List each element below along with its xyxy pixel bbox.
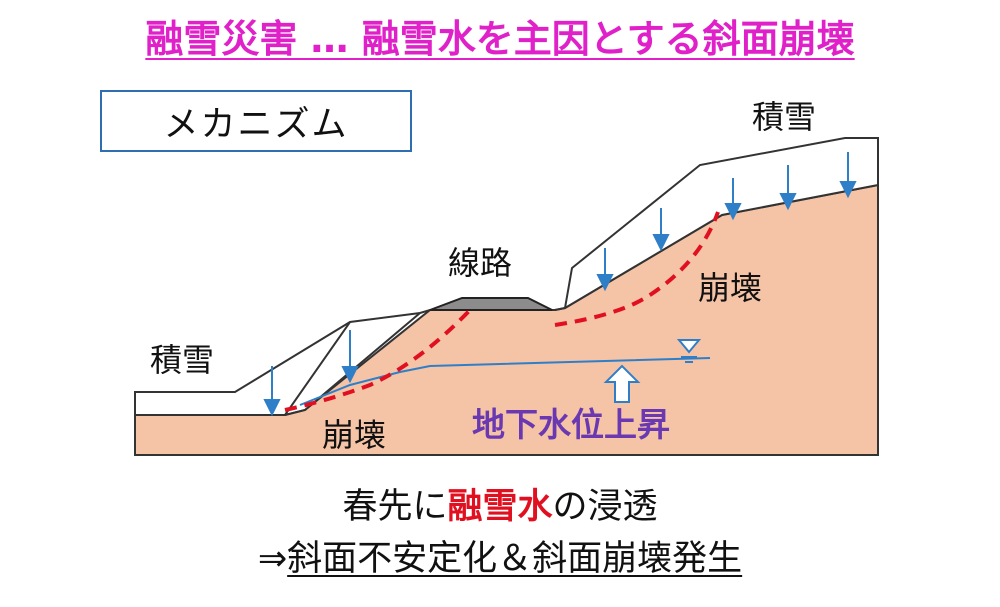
arrow-down-icon (779, 165, 797, 211)
snow-label-right: 積雪 (752, 98, 817, 136)
slip-surface-right (554, 211, 720, 327)
caption-suffix: の浸透 (552, 487, 658, 527)
railway-ballast (429, 297, 553, 311)
arrow-down-icon (596, 248, 614, 292)
groundwater-table-line (299, 357, 711, 406)
water-table-marker-icon (676, 339, 702, 363)
caption-arrow: ⇒ (257, 539, 288, 579)
rise-arrow-icon (603, 364, 641, 403)
caption-highlight: 融雪水 (447, 487, 553, 527)
caption-conclusion: 斜面不安定化＆斜面崩壊発生 (287, 539, 743, 579)
groundwater-rise-label: 地下水位上昇 (472, 405, 670, 444)
arrow-down-icon (341, 330, 359, 384)
collapse-label-left: 崩壊 (322, 416, 387, 454)
caption-prefix: 春先に (342, 487, 448, 527)
mechanism-box: メカニズム (100, 90, 412, 152)
arrow-down-icon (839, 152, 857, 199)
arrow-down-icon (652, 208, 670, 252)
collapse-label-right: 崩壊 (698, 269, 763, 307)
snow-label-left: 積雪 (150, 341, 215, 379)
railway-label: 線路 (448, 244, 513, 282)
mechanism-label: メカニズム (163, 104, 349, 145)
arrow-down-icon (724, 178, 742, 221)
infiltration-arrows (263, 152, 857, 417)
caption-line-1: 春先に融雪水の浸透 (0, 478, 1000, 529)
page-title: 融雪災害 … 融雪水を主因とする斜面崩壊 (145, 17, 855, 61)
snow-layer (134, 137, 879, 416)
arrow-down-icon (263, 366, 281, 417)
slip-surface-left (284, 308, 472, 412)
caption-line-2: ⇒斜面不安定化＆斜面崩壊発生 (0, 530, 1000, 581)
